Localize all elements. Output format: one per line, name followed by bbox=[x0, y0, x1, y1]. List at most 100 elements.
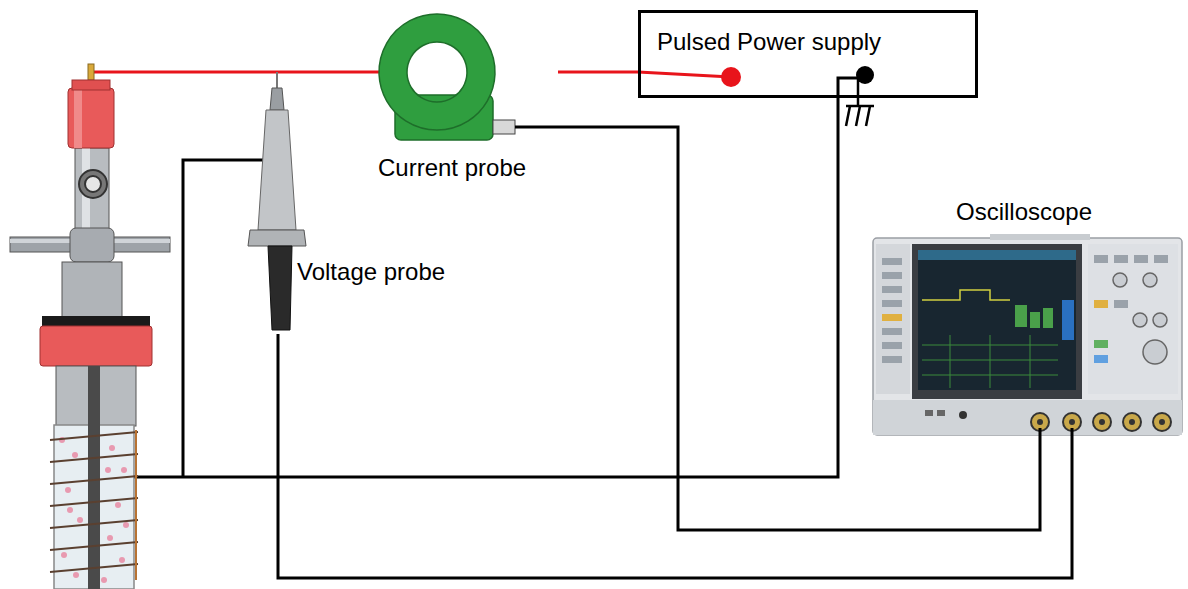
plasma-reactor bbox=[50, 542, 138, 550]
voltage-probe-body bbox=[270, 88, 284, 110]
oscilloscope-unit bbox=[882, 314, 902, 321]
oscilloscope-unit bbox=[1094, 355, 1108, 363]
current-probe-toroid bbox=[379, 14, 495, 130]
wire-connector bbox=[278, 334, 1072, 578]
terminal bbox=[721, 66, 874, 87]
terminal bbox=[721, 67, 741, 87]
oscilloscope-unit bbox=[1099, 419, 1105, 425]
oscilloscope-unit bbox=[876, 244, 910, 394]
node-label: Pulsed Power supply bbox=[657, 28, 881, 56]
oscilloscope-unit bbox=[1030, 312, 1040, 328]
oscilloscope-unit bbox=[1153, 413, 1171, 431]
plasma-reactor bbox=[50, 498, 138, 506]
oscilloscope-unit bbox=[1062, 300, 1074, 340]
ground-symbol bbox=[857, 78, 860, 106]
oscilloscope-unit bbox=[1094, 300, 1108, 308]
ground-symbol bbox=[846, 106, 850, 126]
wire-connector bbox=[558, 71, 638, 74]
plasma-reactor bbox=[123, 522, 129, 528]
oscilloscope-unit bbox=[873, 238, 1182, 435]
oscilloscope-unit bbox=[873, 234, 1182, 435]
wire-connector bbox=[558, 127, 1040, 530]
plasma-reactor bbox=[107, 535, 113, 541]
oscilloscope-unit bbox=[882, 272, 902, 279]
plasma-reactor bbox=[50, 432, 138, 440]
plasma-reactor bbox=[101, 577, 107, 583]
oscilloscope: Oscilloscope bbox=[870, 195, 1184, 428]
plasma-reactor bbox=[42, 316, 150, 326]
current-probe-toroid bbox=[515, 126, 558, 129]
oscilloscope-unit bbox=[925, 410, 933, 416]
plasma-reactor bbox=[65, 487, 71, 493]
oscilloscope-unit bbox=[882, 356, 902, 363]
hv-wire bbox=[638, 72, 731, 77]
current-probe: Current probe bbox=[376, 12, 558, 190]
plasma-reactor bbox=[88, 64, 94, 80]
oscilloscope-unit bbox=[1043, 308, 1053, 328]
oscilloscope-unit bbox=[918, 250, 1076, 390]
plasma-reactor bbox=[79, 170, 107, 198]
plasma-reactor bbox=[68, 88, 114, 148]
oscilloscope-unit bbox=[1129, 419, 1135, 425]
oscilloscope-unit bbox=[1094, 255, 1168, 363]
plasma-reactor bbox=[62, 262, 122, 317]
ground-wire bbox=[130, 78, 865, 477]
oscilloscope-unit bbox=[1088, 244, 1178, 394]
oscilloscope-unit bbox=[1069, 419, 1075, 425]
oscilloscope-unit bbox=[1113, 273, 1167, 364]
plasma-reactor bbox=[121, 467, 127, 473]
oscilloscope-unit bbox=[990, 234, 1090, 240]
plasma-reactor bbox=[40, 326, 152, 366]
oscilloscope-unit bbox=[937, 410, 945, 416]
oscilloscope-unit bbox=[912, 244, 1082, 399]
oscilloscope-unit bbox=[1143, 273, 1157, 287]
ground-wire bbox=[183, 160, 268, 477]
oscilloscope-unit bbox=[1114, 255, 1128, 263]
oscilloscope-unit bbox=[1154, 255, 1168, 263]
oscilloscope-unit bbox=[1037, 419, 1165, 425]
plasma-reactor bbox=[85, 176, 101, 192]
oscilloscope-unit bbox=[1114, 300, 1128, 308]
oscilloscope-unit bbox=[918, 250, 1076, 260]
plasma-reactor bbox=[72, 452, 78, 458]
plasma-reactor bbox=[105, 467, 111, 473]
oscilloscope-unit bbox=[873, 400, 1182, 435]
plasma-reactor bbox=[50, 432, 138, 572]
oscilloscope-unit bbox=[1113, 273, 1127, 287]
oscilloscope-unit bbox=[1094, 340, 1108, 348]
voltage-probe-body bbox=[258, 110, 296, 230]
current-probe-toroid bbox=[493, 120, 515, 134]
oscilloscope-unit bbox=[1133, 313, 1147, 327]
plasma-reactor bbox=[88, 366, 100, 589]
oscilloscope-unit bbox=[1134, 255, 1148, 263]
ground-symbol bbox=[866, 106, 870, 126]
oscilloscope-unit bbox=[959, 411, 967, 419]
hv-wire bbox=[92, 71, 380, 74]
oscilloscope-unit bbox=[882, 286, 902, 293]
oscilloscope-unit bbox=[1153, 313, 1167, 327]
plasma-reactor bbox=[70, 228, 114, 262]
power-supply-box: Pulsed Power supply bbox=[638, 10, 978, 98]
plasma-reactor bbox=[77, 517, 83, 523]
oscilloscope-unit bbox=[882, 328, 902, 335]
hv-wire bbox=[92, 72, 731, 77]
plasma-reactor bbox=[115, 502, 121, 508]
plasma-reactor bbox=[119, 557, 125, 563]
plasma-reactor bbox=[61, 552, 67, 558]
oscilloscope-unit bbox=[882, 258, 902, 363]
voltage-probe: Voltage probe bbox=[245, 72, 477, 334]
voltage-probe-body bbox=[248, 72, 306, 330]
oscilloscope-unit bbox=[882, 258, 902, 265]
oscilloscope-unit bbox=[1037, 419, 1043, 425]
oscilloscope-unit bbox=[1031, 413, 1171, 431]
plasma-reactor bbox=[74, 88, 82, 148]
oscilloscope-unit bbox=[1015, 305, 1027, 327]
ground-symbol bbox=[846, 78, 874, 126]
oscilloscope-unit bbox=[1123, 413, 1141, 431]
plasma-reactor bbox=[50, 476, 138, 484]
oscilloscope-unit bbox=[1094, 255, 1108, 263]
node-label: Oscilloscope bbox=[956, 198, 1092, 226]
plasma-reactor bbox=[72, 80, 110, 90]
